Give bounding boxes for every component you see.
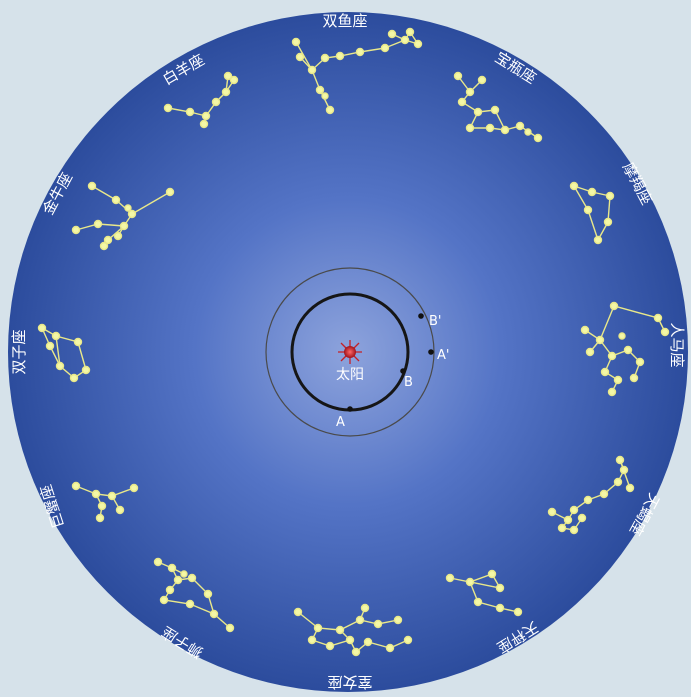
leo-constellation-icon bbox=[153, 557, 235, 633]
point-a-dot bbox=[347, 406, 353, 412]
point-a-prime-dot bbox=[428, 349, 434, 355]
taurus-constellation-icon bbox=[71, 181, 175, 251]
aquarius-constellation-icon bbox=[453, 71, 543, 143]
scorpio-constellation-icon bbox=[547, 455, 635, 535]
orbit-points bbox=[347, 313, 434, 412]
point-b-label: B bbox=[404, 375, 413, 390]
aries-constellation-icon bbox=[163, 71, 239, 129]
outer-orbit bbox=[265, 267, 435, 437]
label-gemini: 双子座 bbox=[10, 329, 28, 374]
point-b-prime-dot bbox=[418, 313, 424, 319]
point-a-prime-label: A' bbox=[437, 348, 449, 363]
point-b-dot bbox=[400, 368, 406, 374]
libra-constellation-icon bbox=[445, 569, 523, 617]
point-a-label: A bbox=[336, 415, 345, 430]
cancer-constellation-icon bbox=[71, 481, 139, 523]
gemini-constellation-icon bbox=[37, 323, 91, 383]
orbit-point-labels: A B A' B' bbox=[336, 314, 449, 430]
constellations-layer bbox=[37, 27, 670, 657]
label-sagittarius: 人马座 bbox=[668, 322, 686, 367]
capricorn-constellation-icon bbox=[569, 181, 615, 245]
sun-icon bbox=[338, 340, 362, 364]
label-virgo: 室女座 bbox=[327, 673, 372, 691]
pisces-constellation-icon bbox=[291, 27, 423, 115]
sagittarius-constellation-icon bbox=[580, 301, 670, 397]
label-pisces: 双鱼座 bbox=[322, 12, 367, 30]
sun-label: 太阳 bbox=[336, 367, 364, 383]
point-b-prime-label: B' bbox=[429, 314, 442, 329]
virgo-constellation-icon bbox=[293, 603, 413, 657]
